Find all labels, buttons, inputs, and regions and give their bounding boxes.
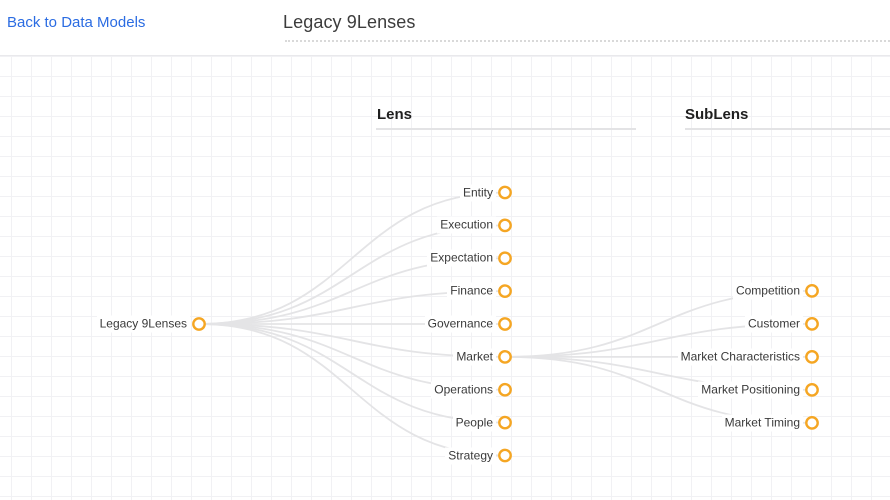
- node-circle-legacy-9lenses[interactable]: [192, 317, 206, 331]
- node-circle-strategy[interactable]: [498, 448, 512, 463]
- node-label-strategy[interactable]: Strategy: [445, 447, 496, 464]
- node-circle-expectation[interactable]: [498, 251, 512, 266]
- node-circle-market-characteristics[interactable]: [805, 349, 819, 364]
- node-label-market[interactable]: Market: [453, 348, 496, 366]
- node-label-expectation[interactable]: Expectation: [427, 249, 496, 267]
- column-header-sublens: SubLens: [685, 106, 749, 123]
- node-circle-execution[interactable]: [498, 218, 512, 233]
- node-circle-operations[interactable]: [498, 382, 512, 397]
- node-label-market-timing[interactable]: Market Timing: [721, 414, 803, 432]
- column-header-lens: Lens: [377, 106, 413, 123]
- node-label-finance[interactable]: Finance: [447, 282, 496, 300]
- node-label-governance[interactable]: Governance: [424, 315, 496, 333]
- node-circle-competition[interactable]: [805, 283, 819, 298]
- node-label-execution[interactable]: Execution: [437, 216, 496, 234]
- back-link[interactable]: Back to Data Models: [7, 14, 146, 31]
- node-circle-governance[interactable]: [498, 317, 512, 331]
- node-circle-customer[interactable]: [805, 316, 819, 331]
- node-label-customer[interactable]: Customer: [744, 315, 803, 333]
- page-title: Legacy 9Lenses: [283, 12, 416, 32]
- node-label-legacy-9lenses[interactable]: Legacy 9Lenses: [96, 315, 190, 333]
- column-header-sublens-rule: [685, 128, 890, 130]
- node-label-market-positioning[interactable]: Market Positioning: [698, 381, 803, 399]
- node-label-competition[interactable]: Competition: [732, 282, 803, 300]
- node-label-people[interactable]: People: [452, 414, 496, 432]
- node-circle-entity[interactable]: [498, 185, 512, 200]
- node-circle-people[interactable]: [498, 415, 512, 430]
- link-root-people: [198, 323, 506, 424]
- node-label-entity[interactable]: Entity: [459, 184, 496, 201]
- link-root-execution: [198, 224, 506, 325]
- node-label-operations[interactable]: Operations: [431, 381, 496, 399]
- title-dotted-rule: [285, 40, 890, 42]
- column-header-lens-rule: [376, 128, 636, 130]
- node-circle-finance[interactable]: [498, 284, 512, 299]
- node-label-market-characteristics[interactable]: Market Characteristics: [677, 348, 803, 366]
- node-circle-market-positioning[interactable]: [805, 382, 819, 397]
- node-circle-market-timing[interactable]: [805, 415, 819, 430]
- node-circle-market[interactable]: [498, 349, 512, 364]
